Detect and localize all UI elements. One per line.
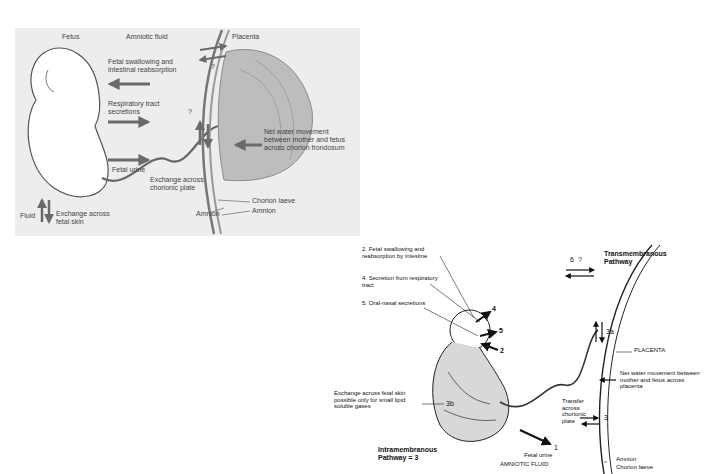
fetus-limbs [444, 372, 496, 421]
process-label: Fetal swallowing and intestinal reabsorp… [108, 58, 193, 74]
callout-number: 3 [604, 414, 612, 422]
umbilical-cord [500, 330, 598, 407]
part-name: Chorion laeve [252, 197, 312, 205]
callout-number: 5 [499, 327, 507, 335]
callout-number: 6 [570, 256, 578, 264]
column-heading: Placenta [232, 33, 282, 41]
process-label: Fetal urine [112, 166, 162, 174]
urine-arrow [108, 159, 148, 162]
urine-arrow [520, 430, 550, 444]
transmembrane-arrow [566, 275, 594, 276]
chorionic-plate-arrow [199, 122, 202, 145]
leader-line [616, 352, 632, 353]
swallowing-arrow [482, 344, 498, 350]
leader-line [422, 404, 444, 405]
part-name: Fluid [20, 212, 42, 220]
process-label: 4. Secretion from respiratory tract [362, 275, 442, 288]
fetus-body [433, 342, 509, 441]
net-water-arrow [236, 144, 262, 147]
part-name: PLACENTA [634, 347, 684, 354]
callout-number: 3a [606, 328, 620, 336]
respiratory-arrow [108, 121, 148, 124]
process-label: Respiratory tract secretions [108, 100, 170, 116]
callout-number: 2 [500, 347, 508, 355]
part-name: Amnion [616, 456, 656, 463]
transmembrane-arrow [566, 269, 594, 270]
placenta-membrane [608, 245, 660, 474]
leader-line [222, 211, 250, 215]
secretion-arrow [480, 332, 496, 336]
process-label: 2. Fetal swallowing and reabsorption by … [362, 246, 450, 259]
pathway-heading: Intramembranous Pathway = 3 [378, 446, 460, 462]
column-heading: Fetus [62, 33, 102, 41]
cord-exchange-arrow [595, 322, 596, 342]
region-label: AMNIOTIC FLUID [500, 461, 570, 468]
panel-background [15, 28, 360, 236]
part-name: Amnion [252, 207, 292, 215]
process-label: Exchange across fetal skin [56, 210, 116, 226]
amnion-membrane [600, 245, 652, 474]
column-heading: Amniotic fluid [126, 33, 186, 41]
chorionic-plate-arrow [582, 423, 600, 424]
process-label: Net water movement between mother and fe… [264, 128, 356, 151]
question-mark: ? [211, 63, 221, 71]
part-name: Chorion laeve [616, 464, 676, 471]
fetus-outline [28, 48, 108, 197]
fetus-detail [46, 70, 54, 92]
swallowing-arrow [110, 83, 150, 86]
question-mark: ? [188, 108, 198, 116]
pathway-heading: Transmembranous Pathway [604, 250, 674, 266]
process-label: Fetal urine [524, 452, 568, 459]
callout-number: 4 [492, 305, 500, 313]
chorionic-plate-arrow [207, 124, 210, 147]
transmembrane-arrow [200, 46, 226, 50]
chorionic-plate-arrow [580, 417, 598, 418]
leader-line [430, 284, 480, 322]
process-label: Transfer across chorionic plate [562, 398, 598, 425]
part-name: Amnion [196, 210, 226, 218]
leader-line [604, 462, 607, 463]
callout-number: 3b [446, 400, 458, 408]
process-label: 5. Oral-nasal secretions [362, 300, 442, 307]
skin-exchange-arrow [48, 200, 51, 222]
process-label: Exchange across fetal skin possible only… [334, 390, 422, 410]
process-label: Exchange across chorionic plate [150, 176, 220, 192]
transmembrane-arrow [200, 56, 226, 60]
leader-line [440, 256, 474, 318]
leader-line [424, 308, 478, 336]
question-mark: ? [578, 256, 586, 264]
net-water-arrow [600, 379, 616, 380]
skin-exchange-arrow [41, 200, 44, 222]
leader-line [218, 200, 250, 202]
process-label: Net water movement between mother and fe… [620, 370, 702, 390]
placenta-shape [218, 49, 312, 180]
callout-number: 1 [554, 444, 562, 452]
cord-exchange-arrow [601, 322, 602, 342]
